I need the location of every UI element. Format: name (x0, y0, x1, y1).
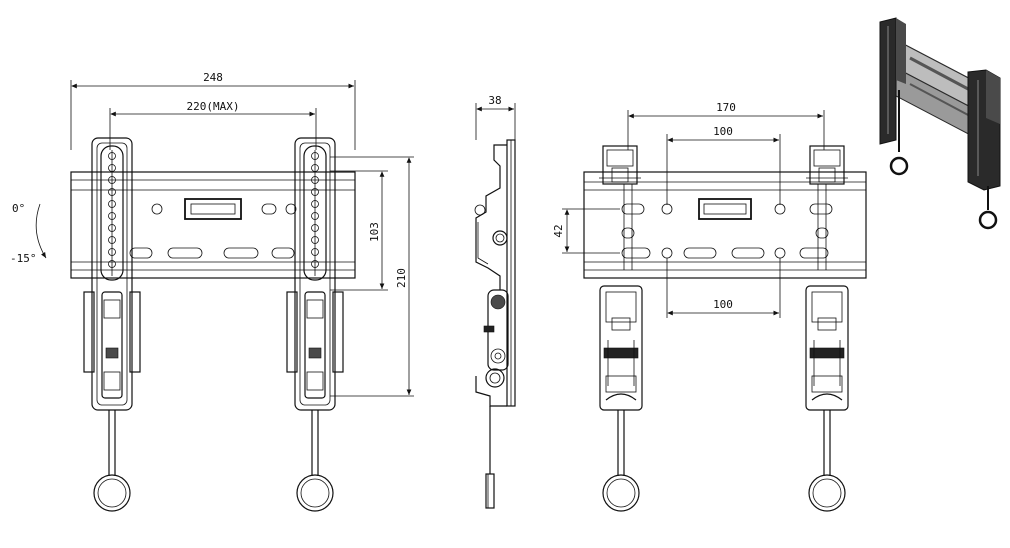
label-lower-hole-spacing: 100 (713, 298, 733, 311)
label-hole-spacing: 103 (368, 222, 381, 242)
label-tilt-bottom: -15° (10, 252, 37, 265)
label-vertical-spacing: 42 (552, 224, 565, 237)
label-height: 210 (395, 268, 408, 288)
rear-clamp-upper-left (599, 145, 641, 185)
vertical-arm-left (83, 137, 141, 512)
dimension-outer-spacing: 170 (627, 101, 825, 150)
dimension-lower-hole-spacing: 100 (666, 258, 781, 318)
dimension-depth: 38 (475, 94, 516, 140)
label-overall-width: 248 (203, 71, 223, 84)
rear-view: 170 100 (552, 101, 867, 512)
vertical-arm-right (286, 137, 344, 512)
tilt-indicator: 0° -15° (10, 202, 47, 265)
front-view: 248 220(MAX) (10, 71, 414, 512)
label-depth: 38 (488, 94, 501, 107)
wall-plate-rear (583, 171, 867, 279)
label-outer-spacing: 170 (716, 101, 736, 114)
dimension-overall-width: 248 (70, 71, 356, 150)
side-view: 38 (474, 94, 516, 509)
dimension-height: 210 (330, 156, 414, 397)
product-photo (879, 17, 1001, 230)
dimension-upper-hole-spacing: 100 (666, 125, 781, 205)
dimension-hole-spacing: 103 (330, 170, 388, 291)
label-max-width: 220(MAX) (187, 100, 240, 113)
label-upper-hole-spacing: 100 (713, 125, 733, 138)
dimension-max-width: 220(MAX) (109, 100, 317, 150)
rear-clamp-upper-right (806, 145, 848, 185)
rear-clamp-lower-left (599, 285, 643, 512)
label-tilt-top: 0° (12, 202, 25, 215)
side-profile (474, 139, 516, 509)
rear-clamp-lower-right (805, 285, 849, 512)
wall-plate-front (70, 171, 356, 279)
dimension-vertical-spacing: 42 (552, 208, 620, 254)
